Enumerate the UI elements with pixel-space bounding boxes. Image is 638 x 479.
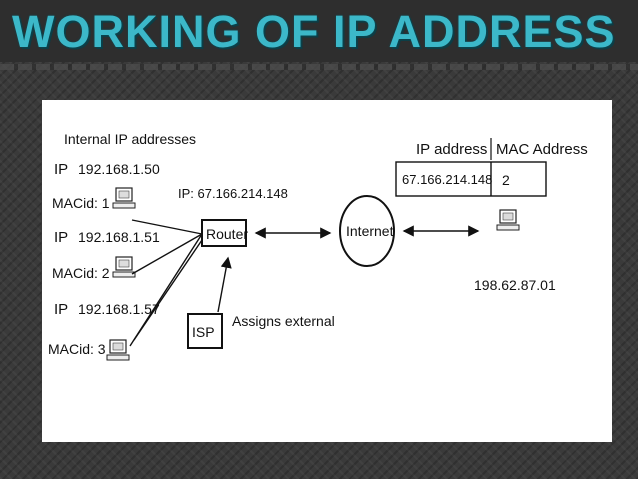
link-isp-router: [217, 256, 232, 313]
internal-heading: Internal IP addresses: [64, 131, 196, 147]
slide-title: WORKING OF IP ADDRESS: [12, 6, 616, 57]
host-2-mac: MACid: 2: [52, 265, 110, 281]
host-3-mac: MACid: 3: [48, 341, 106, 357]
link-host-2-router: [131, 233, 203, 275]
table-cell-mac: 2: [502, 172, 510, 188]
host-3-ip-label: IP: [54, 301, 68, 318]
title-bar: WORKING OF IP ADDRESS: [0, 0, 638, 62]
remote-ip: 198.62.87.01: [474, 277, 556, 293]
link-host-3-router-b: [133, 239, 203, 341]
host-1-ip-label: IP: [54, 161, 68, 178]
title-divider: [0, 64, 638, 70]
host-3-computer-icon: [106, 339, 130, 361]
host-2-ip-label: IP: [54, 229, 68, 246]
router-box: [201, 219, 247, 247]
host-2-computer-icon: [112, 256, 136, 278]
diagram-panel: Internal IP addresses IP 192.168.1.50 MA…: [42, 100, 612, 442]
link-host-1-router: [131, 219, 203, 235]
internet-circle: [339, 195, 395, 267]
network-diagram: Internal IP addresses IP 192.168.1.50 MA…: [48, 131, 588, 361]
host-1-mac: MACid: 1: [52, 195, 110, 211]
host-1-computer-icon: [112, 187, 136, 209]
table-header-mac: MAC Address: [496, 141, 588, 158]
isp-note: Assigns external: [232, 313, 335, 329]
host-1-ip: 192.168.1.50: [78, 161, 160, 177]
host-3-ip: 192.168.1.57: [78, 301, 160, 317]
remote-computer-icon: [496, 209, 520, 231]
table-header-ip: IP address: [416, 141, 487, 158]
isp-box: [187, 313, 223, 349]
table-body: [395, 161, 547, 197]
internet-label: Internet: [346, 223, 394, 239]
isp-label: ISP: [192, 324, 215, 340]
router-external-ip: IP: 67.166.214.148: [178, 186, 288, 201]
router-label: Router: [206, 226, 248, 242]
host-2-ip: 192.168.1.51: [78, 229, 160, 245]
table-cell-ip: 67.166.214.148: [402, 172, 492, 187]
